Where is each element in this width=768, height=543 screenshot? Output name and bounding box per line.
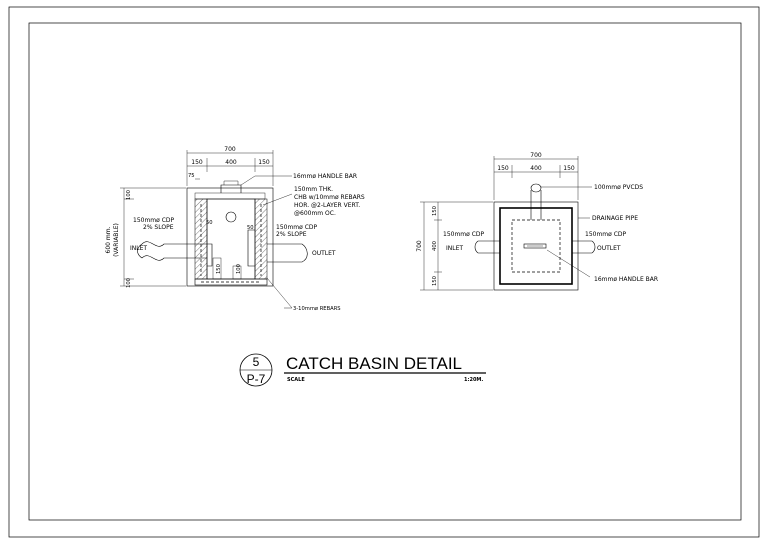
plan-dim-v-bot: 150 bbox=[432, 276, 438, 286]
section-note-cop-out-1: 150mmø CDP bbox=[276, 224, 318, 231]
section-dim-total: 700 bbox=[224, 146, 236, 153]
detail-title-block: 5 P-7 CATCH BASIN DETAIL SCALE 1:20M. bbox=[239, 353, 486, 387]
section-dim-height: 600 mm. bbox=[105, 226, 112, 253]
outer-border bbox=[8, 6, 760, 538]
plan-note-pvc: 100mmø PVCDS bbox=[594, 184, 643, 191]
section-view: 700 150 400 150 75 bbox=[105, 146, 365, 312]
section-dim-100-top: 100 bbox=[126, 190, 132, 200]
section-dim-height-variable: (VARIABLE) bbox=[113, 223, 120, 257]
section-note-rebars: 3-10mmø REBARS bbox=[293, 306, 341, 312]
section-dim-100-bot: 100 bbox=[126, 278, 132, 288]
section-note-thk-3: HOR. @2-LAYER VERT. bbox=[294, 202, 360, 209]
plan-note-cop-out: 150mmø CDP bbox=[585, 231, 627, 238]
section-dim-left: 150 bbox=[191, 159, 203, 166]
plan-dim-total: 700 bbox=[530, 152, 542, 159]
plan-dim-right: 150 bbox=[563, 165, 575, 172]
plan-dim-left: 150 bbox=[497, 165, 509, 172]
section-note-cop-out-2: 2% SLOPE bbox=[276, 231, 307, 238]
section-outlet-label: OUTLET bbox=[312, 250, 336, 257]
plan-note-drain: DRAINAGE PIPE bbox=[592, 215, 638, 222]
plan-dim-v-top: 150 bbox=[432, 206, 438, 216]
section-inlet-label: INLET bbox=[130, 245, 147, 252]
plan-dim-v-total: 700 bbox=[416, 240, 423, 252]
section-dim-100c: 100 bbox=[236, 264, 242, 274]
inner-border bbox=[28, 22, 742, 521]
section-note-thk-1: 150mm THK. bbox=[294, 186, 333, 193]
plan-note-cop-in: 150mmø CDP bbox=[443, 231, 485, 238]
section-dim-mid: 400 bbox=[225, 159, 237, 166]
section-note-handle: 16mmø HANDLE BAR bbox=[293, 173, 357, 180]
plan-outlet-label: OUTLET bbox=[597, 245, 621, 252]
plan-view: 700 150 400 150 700 150 400 150 bbox=[416, 152, 658, 291]
detail-number: 5 bbox=[253, 355, 260, 369]
section-note-thk-2: CHB w/10mmø REBARS bbox=[294, 194, 365, 201]
scale-value: 1:20M. bbox=[464, 377, 483, 383]
section-note-thk-4: @600mm OC. bbox=[294, 210, 336, 217]
detail-title: CATCH BASIN DETAIL bbox=[286, 354, 462, 373]
section-dim-right: 150 bbox=[258, 159, 270, 166]
section-dim-50b: 50 bbox=[247, 225, 254, 231]
plan-dim-v-mid: 400 bbox=[432, 241, 438, 251]
section-note-cop-in-1: 150mmø CDP bbox=[133, 217, 175, 224]
section-note-cop-in-2: 2% SLOPE bbox=[143, 224, 174, 231]
section-dim-75: 75 bbox=[188, 173, 195, 179]
detail-sheet: P-7 bbox=[247, 372, 266, 386]
section-dim-150: 150 bbox=[216, 264, 222, 274]
plan-note-handle: 16mmø HANDLE BAR bbox=[594, 276, 658, 283]
section-dim-50a: 50 bbox=[206, 220, 213, 226]
plan-inlet-label: INLET bbox=[446, 245, 463, 252]
scale-label: SCALE bbox=[287, 377, 305, 383]
plan-dim-mid: 400 bbox=[530, 165, 542, 172]
